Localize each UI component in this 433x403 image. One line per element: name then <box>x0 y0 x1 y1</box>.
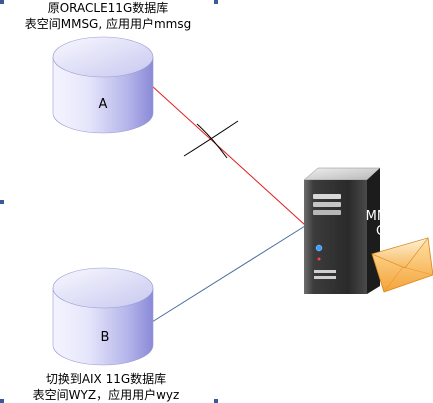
database-cylinder-icon: B <box>52 267 154 366</box>
break-cross-icon <box>183 120 239 159</box>
database-b-caption: 切换到AIX 11G数据库 表空间WYZ，应用用户wyz <box>6 371 206 403</box>
database-cylinder-icon: A <box>52 36 154 134</box>
selection-handle[interactable] <box>0 399 4 403</box>
database-a-caption-line2: 表空间MMSG, 应用用户mmsg <box>24 17 192 31</box>
server-label-line2: G <box>376 224 386 239</box>
selection-handle[interactable] <box>0 0 4 4</box>
server-label-line1: MMS <box>366 209 397 224</box>
database-a-label: A <box>99 97 108 112</box>
new-connection-line <box>151 225 306 323</box>
old-connection-line <box>151 85 306 226</box>
selection-handle[interactable] <box>214 0 218 4</box>
database-b-label: B <box>101 330 110 345</box>
selection-handle[interactable] <box>0 200 4 204</box>
database-b-caption-line1: 切换到AIX 11G数据库 <box>45 372 167 386</box>
database-a-caption-line1: 原ORACLE11G数据库 <box>47 1 169 15</box>
database-b-caption-line2: 表空间WYZ，应用用户wyz <box>32 388 180 402</box>
database-a-caption: 原ORACLE11G数据库 表空间MMSG, 应用用户mmsg <box>8 0 208 32</box>
selection-handle[interactable] <box>214 399 218 403</box>
envelope-icon <box>371 237 433 293</box>
server-tower-icon: MMS G <box>303 167 397 294</box>
